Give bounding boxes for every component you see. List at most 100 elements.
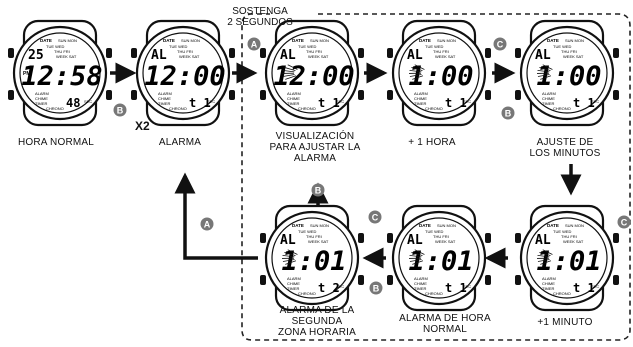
- watch-sub-readout: t 1: [445, 96, 467, 110]
- label-alarm: ALARMA: [140, 137, 220, 148]
- chrono-indicator: CHRONO: [425, 291, 443, 296]
- watch-pusher: [613, 275, 619, 285]
- week-indicator: WEEK SAT: [179, 54, 200, 59]
- watch-main-time: 1:00: [536, 61, 601, 92]
- watch-pusher: [106, 90, 112, 100]
- watch-pusher: [387, 275, 393, 285]
- day-indicator: SUN MON: [310, 38, 329, 43]
- watch-sub-readout: t 1: [189, 96, 211, 110]
- button-a-marker: A: [248, 38, 261, 51]
- watch-pusher: [8, 90, 14, 100]
- watch-main-time: 12:58: [21, 61, 102, 92]
- watch-pusher: [387, 233, 393, 243]
- button-b-marker: B: [114, 104, 127, 117]
- button-a-letter: A: [204, 220, 211, 230]
- watch-sub-readout: t 1: [318, 96, 340, 110]
- label-adjust: VISUALIZACIÓN PARA AJUSTAR LA ALARMA: [252, 131, 378, 164]
- date-indicator: DATE: [292, 38, 304, 43]
- button-c-letter: C: [497, 40, 504, 50]
- watch-pusher: [485, 275, 491, 285]
- watch-main-time: 1:01: [281, 246, 346, 277]
- watch-sub-readout: t 1: [445, 281, 467, 295]
- button-c-marker: C: [618, 216, 631, 229]
- press-twice-label: X2: [135, 119, 150, 133]
- label-plus-minute: +1 MINUTO: [520, 317, 610, 328]
- button-b-letter: B: [117, 106, 124, 116]
- watch-main-time: 12:00: [273, 61, 354, 92]
- date-indicator: DATE: [419, 223, 431, 228]
- button-c-marker: C: [369, 211, 382, 224]
- watch-pusher: [613, 233, 619, 243]
- watch-pusher: [613, 90, 619, 100]
- watch-pusher: [515, 233, 521, 243]
- watch-pusher: [358, 233, 364, 243]
- button-b-marker: B: [502, 107, 515, 120]
- week-indicator: WEEK SAT: [563, 239, 584, 244]
- date-indicator: DATE: [40, 38, 52, 43]
- watch-pusher: [260, 48, 266, 58]
- watch-pusher: [387, 90, 393, 100]
- chrono-indicator: CHRONO: [425, 106, 443, 111]
- label-normal: HORA NORMAL: [6, 137, 106, 148]
- label-plus-hour: + 1 HORA: [392, 137, 472, 148]
- watch-pusher: [131, 48, 137, 58]
- watch-pusher: [485, 90, 491, 100]
- day-indicator: SUN MON: [565, 38, 584, 43]
- watch-sub-readout: t 1: [573, 281, 595, 295]
- day-indicator: SUN MON: [437, 38, 456, 43]
- watch-pusher: [260, 275, 266, 285]
- week-indicator: WEEK SAT: [56, 54, 77, 59]
- watch-pusher: [260, 233, 266, 243]
- watch-pusher: [515, 275, 521, 285]
- watch-pusher: [358, 275, 364, 285]
- watch-main-time: 1:01: [536, 246, 601, 277]
- watch-pusher: [387, 48, 393, 58]
- week-indicator: WEEK SAT: [435, 54, 456, 59]
- watch-pusher: [485, 48, 491, 58]
- button-a-letter: A: [251, 40, 258, 50]
- chrono-indicator: CHRONO: [298, 106, 316, 111]
- button-b-marker: B: [370, 282, 383, 295]
- button-a-marker: A: [201, 218, 214, 231]
- label-normal-alarm: ALARMA DE HORA NORMAL: [385, 313, 505, 335]
- watch-sub-readout: t 2: [318, 281, 340, 295]
- label-second-zone: ALARMA DE LA SEGUNDA ZONA HORARIA: [262, 305, 372, 338]
- watch-pusher: [485, 233, 491, 243]
- watch-pusher: [515, 90, 521, 100]
- date-indicator: DATE: [547, 38, 559, 43]
- watch-pusher: [131, 90, 137, 100]
- watch-pusher: [358, 90, 364, 100]
- watch-pusher: [515, 48, 521, 58]
- date-indicator: DATE: [163, 38, 175, 43]
- watch-pusher: [8, 48, 14, 58]
- arrow-loop-to-alarm: [185, 176, 258, 258]
- watch-pusher: [260, 90, 266, 100]
- watch-sub-readout: t 1: [573, 96, 595, 110]
- button-b-letter: B: [315, 186, 322, 196]
- watch-pusher: [229, 48, 235, 58]
- label-minutes: AJUSTE DE LOS MINUTOS: [520, 137, 610, 159]
- day-indicator: SUN MON: [181, 38, 200, 43]
- watch-pusher: [358, 48, 364, 58]
- button-c-letter: C: [372, 213, 379, 223]
- date-indicator: DATE: [419, 38, 431, 43]
- day-indicator: SUN MON: [58, 38, 77, 43]
- watch-pusher: [106, 48, 112, 58]
- chrono-indicator: CHRONO: [553, 106, 571, 111]
- button-b-letter: B: [373, 284, 380, 294]
- button-b-marker: B: [312, 184, 325, 197]
- day-indicator: SUN MON: [437, 223, 456, 228]
- date-indicator: DATE: [292, 223, 304, 228]
- watch-main-time: 1:00: [408, 61, 473, 92]
- date-indicator: DATE: [547, 223, 559, 228]
